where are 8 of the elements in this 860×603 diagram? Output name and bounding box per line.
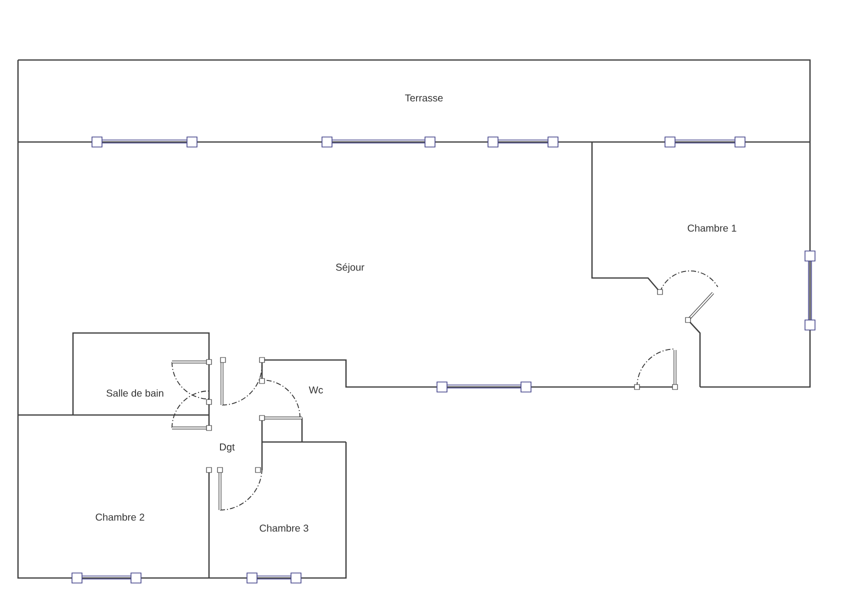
room-label: Séjour (336, 263, 364, 273)
room-label: Wc (308, 386, 323, 394)
room-label: Dgt (220, 444, 235, 452)
room-label: Chambre 2 (96, 513, 144, 521)
room-label: Chambre 1 (688, 224, 736, 232)
room-label: Salle de bain (106, 389, 164, 397)
room-label: Chambre 3 (260, 524, 308, 532)
room-label: Terrasse (405, 94, 443, 102)
